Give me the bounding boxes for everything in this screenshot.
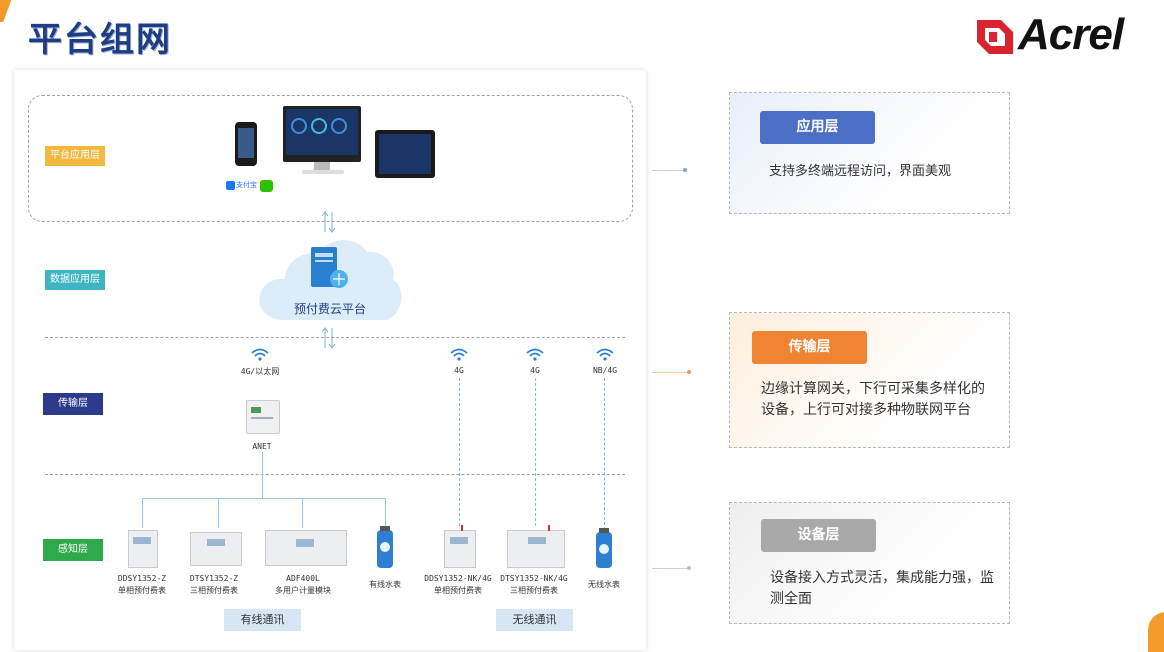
meter-single-phase-icon bbox=[128, 530, 158, 568]
layer-tag-transport: 传输层 bbox=[43, 393, 103, 415]
wired-comm-label: 有线通讯 bbox=[224, 609, 301, 631]
device-desc: 多用户计量模块 bbox=[275, 586, 331, 595]
meter-three-phase-icon bbox=[190, 532, 242, 566]
wifi-icon bbox=[450, 348, 468, 361]
layer-tag-platform: 平台应用层 bbox=[45, 146, 105, 166]
connector-app-dot bbox=[683, 168, 687, 172]
wireless-water-meter-icon bbox=[596, 528, 612, 568]
wireless-link-1 bbox=[459, 378, 460, 526]
bus-line bbox=[142, 498, 385, 499]
arrow-platform-cloud bbox=[321, 211, 336, 233]
layer-tag-perception: 感知层 bbox=[43, 539, 103, 561]
wireless-link-2 bbox=[535, 378, 536, 526]
drop-line-2 bbox=[218, 498, 219, 528]
app-layer-text: 支持多终端远程访问，界面美观 bbox=[769, 164, 952, 179]
drop-line-4 bbox=[385, 498, 386, 528]
app-layer-title: 应用层 bbox=[760, 111, 875, 144]
transport-layer-text: 边缘计算网关，下行可采集多样化的设备，上行可对接多种物联网平台 bbox=[761, 381, 985, 418]
gateway-label: ANET bbox=[252, 442, 272, 451]
logo-text: Acrel bbox=[1018, 10, 1124, 59]
transport-layer-title: 传输层 bbox=[752, 331, 867, 364]
server-icon bbox=[311, 247, 348, 288]
monitor-icon bbox=[283, 106, 361, 162]
device-desc: 三相预付费表 bbox=[510, 586, 558, 595]
wireless-label-2: 4G bbox=[530, 366, 540, 375]
tablet-icon bbox=[375, 130, 435, 178]
acrel-logo bbox=[975, 16, 1015, 56]
separator-transport-perception bbox=[45, 474, 625, 475]
wifi-icon bbox=[526, 348, 544, 361]
phone-icon bbox=[235, 122, 257, 166]
water-meter-icon bbox=[377, 526, 393, 568]
gateway-device bbox=[246, 400, 280, 434]
device-model: ADF400L bbox=[286, 574, 320, 583]
wireless-comm-label: 无线通讯 bbox=[496, 609, 573, 631]
connector-app bbox=[652, 170, 684, 171]
multi-user-module-icon bbox=[265, 530, 347, 566]
platform-app-box bbox=[28, 95, 633, 222]
device-model: DDSY1352-Z bbox=[117, 574, 167, 583]
connector-transport-dot bbox=[687, 370, 691, 374]
page-title: 平台组网 bbox=[28, 20, 172, 60]
device-layer-text: 设备接入方式灵活，集成能力强，监测全面 bbox=[770, 570, 994, 607]
wifi-icon bbox=[251, 348, 269, 361]
logo-mark-icon bbox=[977, 20, 1013, 54]
device-model: DTSY1352-Z bbox=[189, 574, 239, 583]
drop-line-1 bbox=[142, 498, 143, 528]
wired-network-label: 4G/以太网 bbox=[240, 367, 280, 376]
layer-tag-data: 数据应用层 bbox=[45, 270, 105, 290]
wireless-link-3 bbox=[604, 378, 605, 530]
corner-accent-br bbox=[1148, 612, 1164, 652]
device-desc: 无线水表 bbox=[588, 580, 620, 589]
monitor-stand bbox=[314, 162, 330, 170]
corner-accent bbox=[0, 0, 13, 22]
wireless-label-1: 4G bbox=[454, 366, 464, 375]
device-model: DTSY1352-NK/4G bbox=[500, 574, 568, 583]
wifi-icon bbox=[596, 348, 614, 361]
wireless-label-3: NB/4G bbox=[592, 366, 618, 375]
device-model: DDSY1352-NK/4G bbox=[424, 574, 492, 583]
alipay-icon bbox=[226, 181, 235, 190]
meter-single-phase-4g-icon bbox=[444, 525, 476, 568]
gateway-trunk-line bbox=[262, 452, 263, 498]
transport-layer-panel bbox=[729, 312, 1010, 448]
separator-data-transport bbox=[45, 337, 625, 338]
device-layer-title: 设备层 bbox=[761, 519, 876, 552]
drop-line-3 bbox=[302, 498, 303, 528]
device-desc: 有线水表 bbox=[369, 580, 401, 589]
device-desc: 三相预付费表 bbox=[190, 586, 238, 595]
wechat-icon bbox=[260, 180, 273, 192]
keyboard bbox=[302, 170, 344, 174]
meter-three-phase-4g-icon bbox=[507, 525, 565, 568]
alipay-label: 支付宝 bbox=[236, 181, 257, 189]
device-desc: 单相预付费表 bbox=[118, 586, 166, 595]
connector-transport bbox=[652, 372, 688, 373]
connector-device bbox=[652, 568, 688, 569]
device-desc: 单相预付费表 bbox=[434, 586, 482, 595]
arrow-cloud-transport bbox=[321, 327, 336, 349]
connector-device-dot bbox=[687, 566, 691, 570]
cloud-label: 预付费云平台 bbox=[293, 302, 366, 316]
